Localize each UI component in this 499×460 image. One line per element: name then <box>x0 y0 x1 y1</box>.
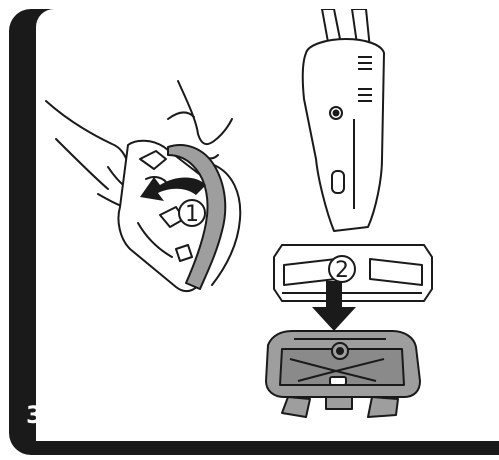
vacuum-base-icon <box>265 330 421 418</box>
step-illustration: 1 <box>45 9 433 418</box>
step-number: 3 <box>26 401 43 429</box>
curved-arrow-icon <box>140 177 206 201</box>
callout-2: 2 <box>328 255 356 283</box>
callout-1-label: 1 <box>185 202 199 227</box>
down-arrow-icon <box>312 281 356 331</box>
hand-pulling-pad-icon <box>45 80 242 293</box>
vacuum-upright-icon <box>273 9 433 302</box>
callout-2-label: 2 <box>335 258 349 283</box>
callout-1: 1 <box>178 199 206 227</box>
